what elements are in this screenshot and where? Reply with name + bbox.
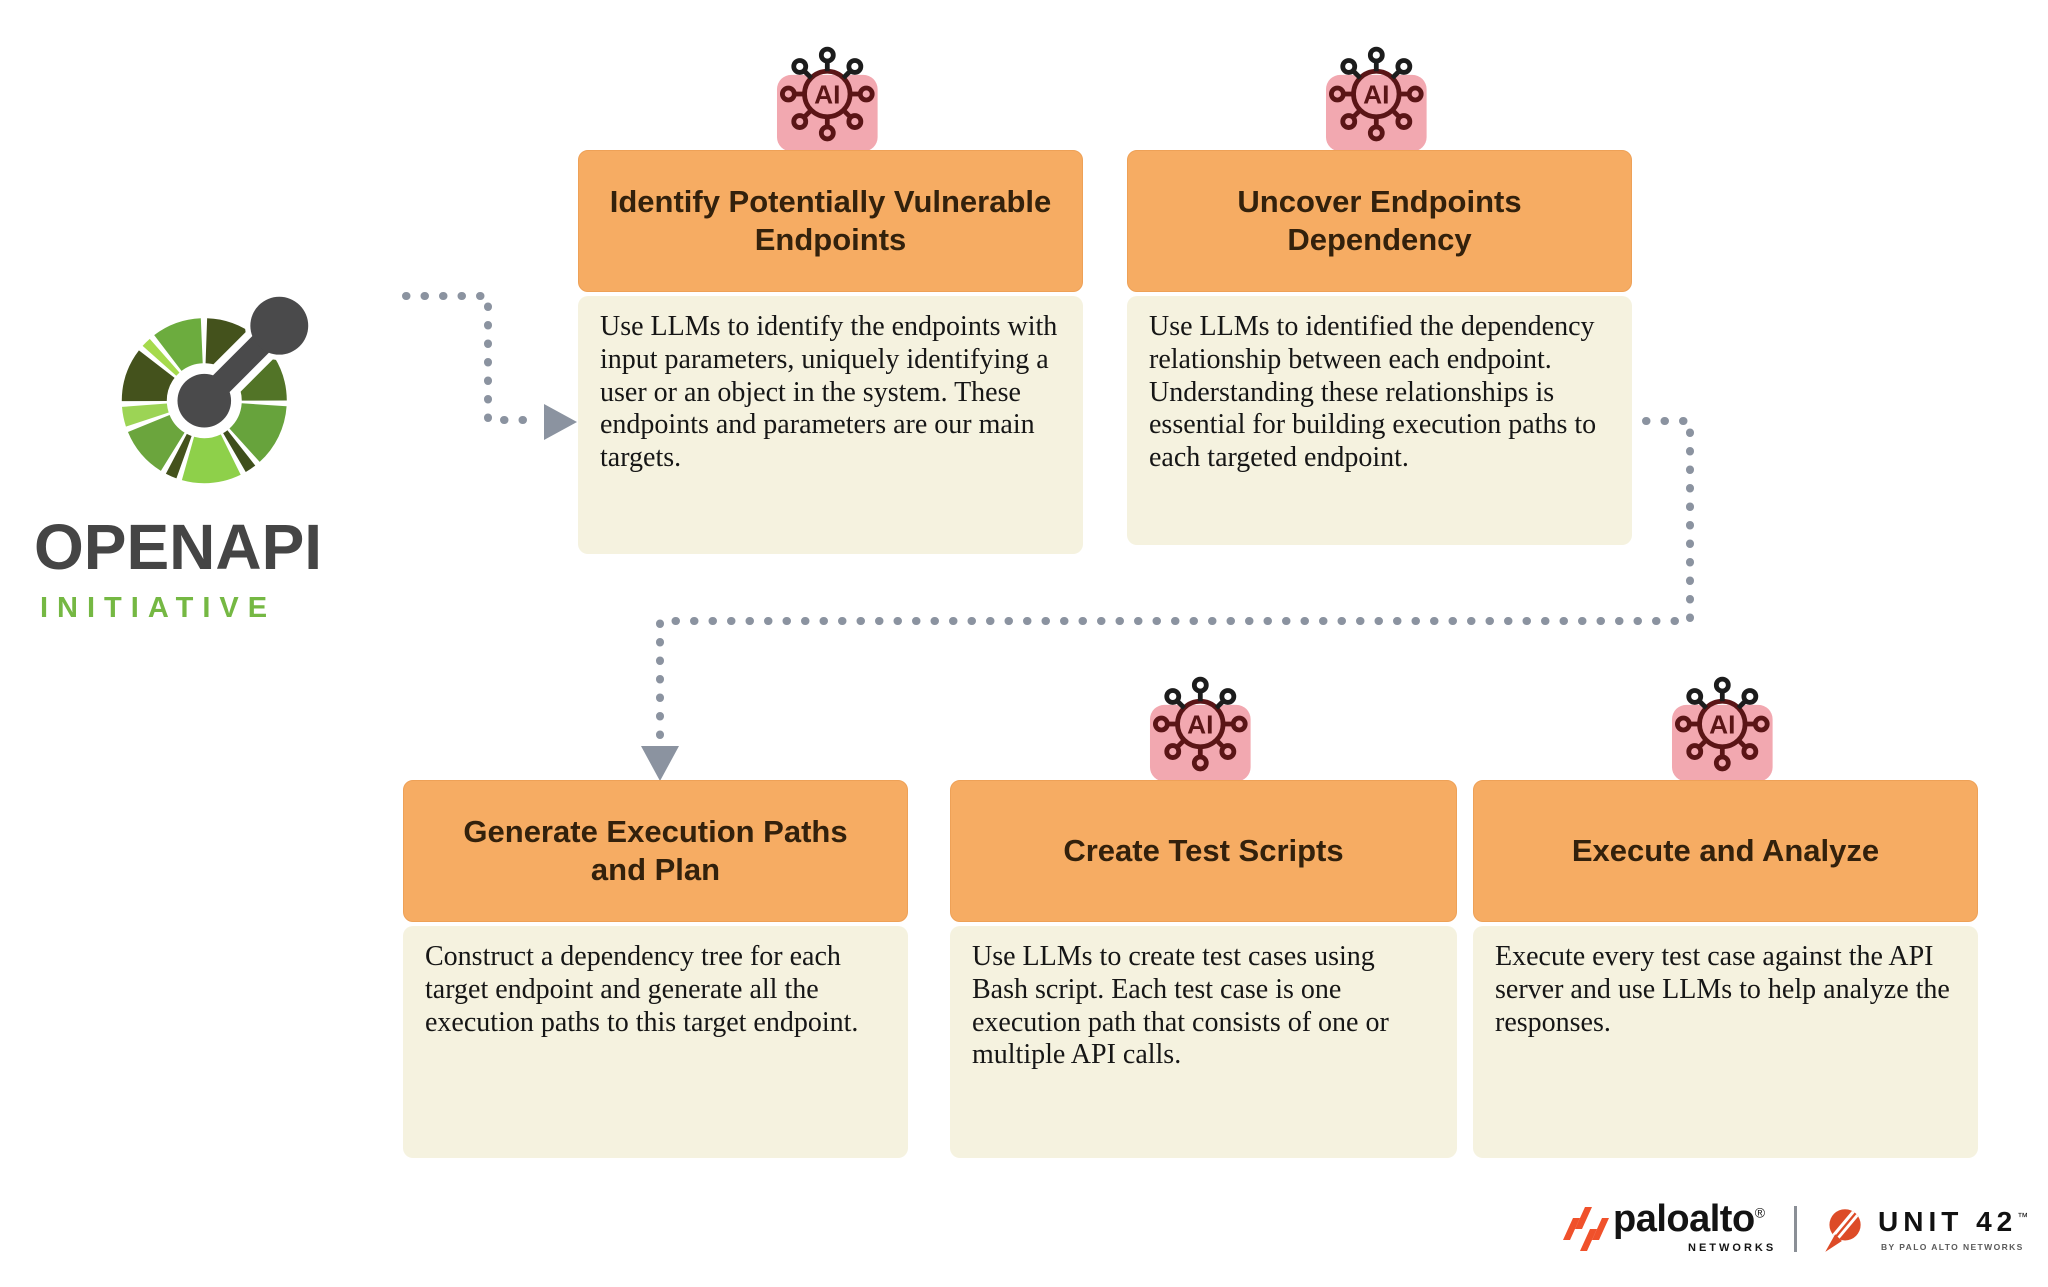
step2-title-text: Uncover Endpoints Dependency bbox=[1237, 184, 1522, 257]
step5-title: Execute and Analyze bbox=[1473, 780, 1978, 922]
unit42-wordmark: UNIT 42™ bbox=[1878, 1206, 2033, 1238]
step4-title: Create Test Scripts bbox=[950, 780, 1457, 922]
ai-label: AI bbox=[1709, 710, 1735, 740]
step3-description-text: Construct a dependency tree for each tar… bbox=[425, 941, 859, 1038]
step3-title: Generate Execution Paths and Plan bbox=[403, 780, 908, 922]
step2-description: Use LLMs to identified the dependency re… bbox=[1127, 296, 1632, 545]
openapi-initiative-label: INITIATIVE bbox=[40, 592, 277, 624]
step1-title: Identify Potentially Vulnerable Endpoint… bbox=[578, 150, 1083, 292]
ai-label: AI bbox=[814, 80, 840, 110]
ai-network-icon: AI bbox=[1325, 46, 1427, 152]
step1-description-text: Use LLMs to identify the endpoints with … bbox=[600, 311, 1058, 473]
step5-description: Execute every test case against the API … bbox=[1473, 926, 1978, 1158]
step5-title-text: Execute and Analyze bbox=[1571, 833, 1880, 869]
openapi-logo: OPENAPI INITIATIVE bbox=[0, 100, 420, 624]
paloalto-networks-icon bbox=[1563, 1207, 1609, 1251]
unit42-wordmark-text: UNIT 42 bbox=[1878, 1206, 2018, 1237]
step3-description: Construct a dependency tree for each tar… bbox=[403, 926, 908, 1158]
brand-divider bbox=[1794, 1206, 1797, 1252]
step2-description-text: Use LLMs to identified the dependency re… bbox=[1149, 311, 1597, 473]
step4-title-text: Create Test Scripts bbox=[1063, 833, 1344, 869]
step2-title: Uncover Endpoints Dependency bbox=[1127, 150, 1632, 292]
step4-description: Use LLMs to create test cases using Bash… bbox=[950, 926, 1457, 1158]
ai-network-icon: AI bbox=[1671, 676, 1773, 782]
paloalto-wordmark-text: paloalto bbox=[1613, 1198, 1755, 1240]
ai-network-icon: AI bbox=[1149, 676, 1251, 782]
ai-network-icon: AI bbox=[776, 46, 878, 152]
paloalto-networks-label: NETWORKS bbox=[1688, 1242, 1777, 1254]
ai-label: AI bbox=[1187, 710, 1213, 740]
connector-logo-to-step1 bbox=[402, 292, 542, 424]
openapi-wheel-icon bbox=[121, 291, 314, 484]
step4-description-text: Use LLMs to create test cases using Bash… bbox=[972, 941, 1389, 1071]
unit42-icon bbox=[1825, 1209, 1861, 1252]
registered-mark: ® bbox=[1754, 1204, 1765, 1221]
step1-title-text: Identify Potentially Vulnerable Endpoint… bbox=[609, 184, 1052, 257]
trademark-mark: ™ bbox=[2017, 1211, 2034, 1224]
step5-description-text: Execute every test case against the API … bbox=[1495, 941, 1950, 1038]
unit42-byline: BY PALO ALTO NETWORKS bbox=[1881, 1242, 2024, 1252]
ai-label: AI bbox=[1363, 80, 1389, 110]
step3-title-text: Generate Execution Paths and Plan bbox=[463, 814, 848, 887]
step1-description: Use LLMs to identify the endpoints with … bbox=[578, 296, 1083, 554]
paloalto-wordmark: paloalto® bbox=[1613, 1198, 1765, 1241]
arrowhead-down-icon bbox=[641, 746, 679, 781]
arrowhead-right-icon bbox=[544, 404, 577, 440]
openapi-wordmark: OPENAPI bbox=[34, 511, 323, 583]
